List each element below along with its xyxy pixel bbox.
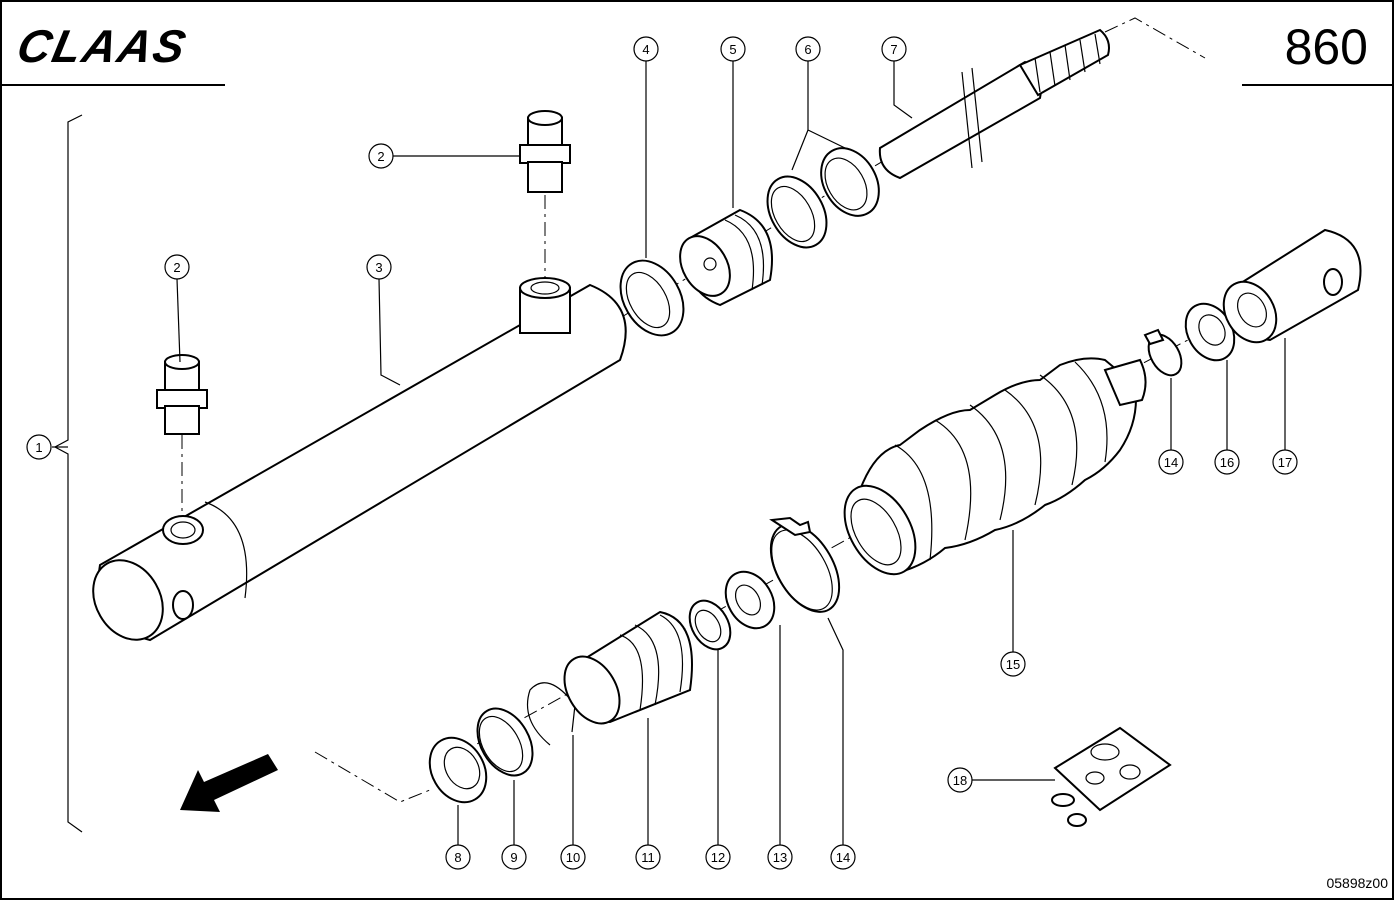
svg-text:4: 4 bbox=[642, 42, 649, 57]
callout-12: 12 bbox=[705, 844, 731, 870]
page-number: 860 bbox=[1285, 19, 1368, 75]
callout-14-right: 14 bbox=[1158, 449, 1184, 475]
svg-text:5: 5 bbox=[729, 42, 736, 57]
logo-lettering: CLAAS bbox=[13, 20, 192, 71]
svg-text:15: 15 bbox=[1006, 657, 1020, 672]
callout-9: 9 bbox=[501, 844, 527, 870]
seal-12 bbox=[688, 599, 732, 651]
leader-lines bbox=[52, 61, 1286, 845]
ring-9 bbox=[476, 707, 534, 777]
svg-text:1: 1 bbox=[35, 440, 42, 455]
axis-leader-top bbox=[1104, 17, 1206, 59]
callout-2-top: 2 bbox=[368, 143, 394, 169]
svg-text:9: 9 bbox=[510, 850, 517, 865]
fitting-top bbox=[519, 110, 571, 193]
svg-text:2: 2 bbox=[173, 260, 180, 275]
callout-4: 4 bbox=[633, 36, 659, 62]
svg-text:6: 6 bbox=[804, 42, 811, 57]
axis-leader-bottom bbox=[314, 751, 431, 803]
claas-logo-icon: CLAAS CLAAS bbox=[13, 20, 192, 71]
svg-text:3: 3 bbox=[375, 260, 382, 275]
piston-5 bbox=[679, 208, 773, 307]
piston-rod-7 bbox=[878, 28, 1110, 180]
callout-13: 13 bbox=[767, 844, 793, 870]
svg-text:14: 14 bbox=[1164, 455, 1178, 470]
callout-14-bottom: 14 bbox=[830, 844, 856, 870]
callout-1: 1 bbox=[26, 434, 52, 460]
callout-5: 5 bbox=[720, 36, 746, 62]
callout-8: 8 bbox=[445, 844, 471, 870]
cylinder-tube bbox=[92, 277, 627, 642]
svg-text:17: 17 bbox=[1278, 455, 1292, 470]
callout-10: 10 bbox=[560, 844, 586, 870]
svg-text:12: 12 bbox=[711, 850, 725, 865]
svg-text:13: 13 bbox=[773, 850, 787, 865]
washer-13 bbox=[724, 570, 776, 630]
svg-text:16: 16 bbox=[1220, 455, 1234, 470]
svg-text:7: 7 bbox=[890, 42, 897, 57]
drawing-code: 05898z00 bbox=[1326, 875, 1388, 891]
callout-7: 7 bbox=[881, 36, 907, 62]
svg-text:10: 10 bbox=[566, 850, 580, 865]
seal-kit-bag-18 bbox=[1051, 726, 1172, 827]
svg-text:11: 11 bbox=[641, 850, 655, 865]
svg-text:2: 2 bbox=[377, 149, 384, 164]
callout-18: 18 bbox=[947, 767, 973, 793]
callout-2-left: 2 bbox=[164, 254, 190, 280]
scraper-ring-8 bbox=[428, 736, 488, 804]
arrow-down-left-icon bbox=[180, 754, 278, 812]
svg-text:14: 14 bbox=[836, 850, 850, 865]
svg-text:8: 8 bbox=[454, 850, 461, 865]
ring-4 bbox=[619, 259, 685, 337]
circlip-10 bbox=[526, 682, 576, 746]
svg-text:18: 18 bbox=[953, 773, 967, 788]
hose-clamp-14-large bbox=[769, 516, 841, 613]
callout-6: 6 bbox=[795, 36, 821, 62]
callout-3: 3 bbox=[366, 254, 392, 280]
callout-17: 17 bbox=[1272, 449, 1298, 475]
ring-6b bbox=[820, 147, 880, 217]
callout-15: 15 bbox=[1000, 651, 1026, 677]
ring-6a bbox=[766, 175, 828, 249]
fitting-left bbox=[156, 354, 208, 435]
callout-11: 11 bbox=[635, 844, 661, 870]
rod-eye-17 bbox=[1222, 228, 1362, 344]
rod-guide-11 bbox=[563, 610, 693, 725]
callout-16: 16 bbox=[1214, 449, 1240, 475]
rubber-boot-15 bbox=[843, 357, 1147, 576]
hose-clamp-14-small bbox=[1143, 328, 1183, 377]
